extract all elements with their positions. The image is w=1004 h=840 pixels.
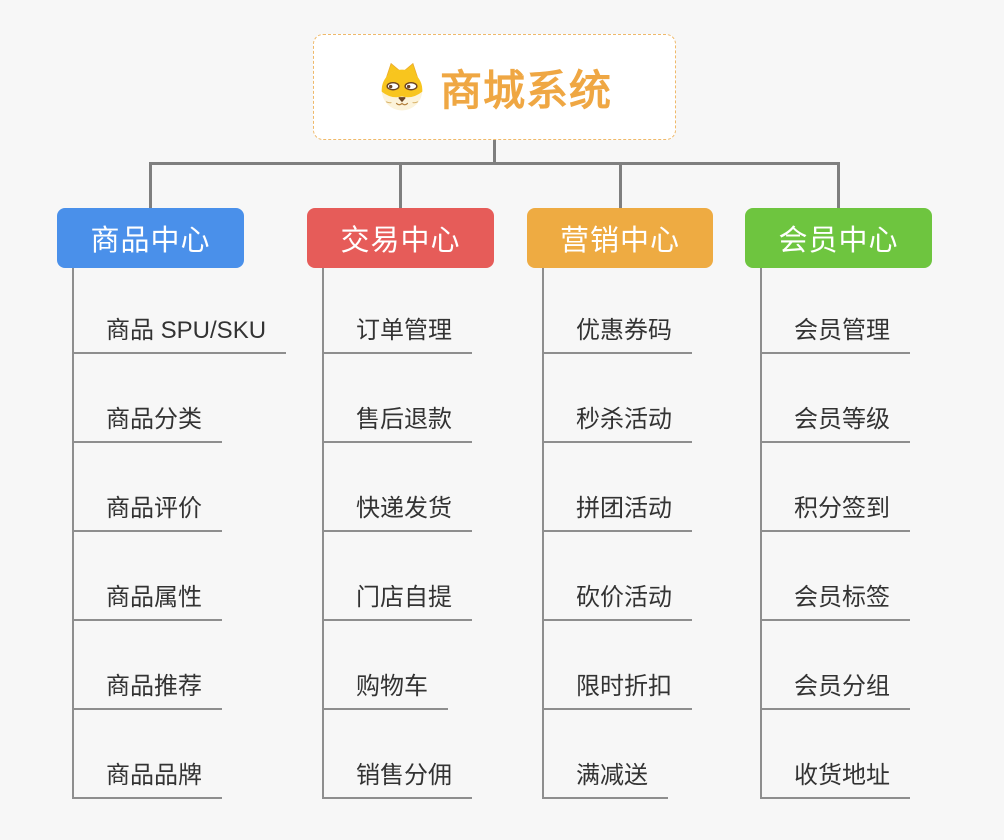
leaf-node[interactable]: 秒杀活动 <box>542 354 692 443</box>
leaf-node[interactable]: 商品分类 <box>72 354 222 443</box>
branch-children-trade: 订单管理 售后退款 快递发货 门店自提 购物车 销售分佣 <box>322 268 472 799</box>
connector-drop-member <box>837 162 840 208</box>
leaf-node[interactable]: 会员等级 <box>760 354 910 443</box>
leaf-node[interactable]: 销售分佣 <box>322 710 472 799</box>
root-node[interactable]: 商城系统 <box>313 34 676 140</box>
leaf-node[interactable]: 优惠券码 <box>542 268 692 354</box>
connector-horizontal <box>149 162 840 165</box>
leaf-node[interactable]: 拼团活动 <box>542 443 692 532</box>
leaf-node[interactable]: 商品属性 <box>72 532 222 621</box>
leaf-node[interactable]: 购物车 <box>322 621 448 710</box>
leaf-node[interactable]: 满减送 <box>542 710 668 799</box>
leaf-node[interactable]: 门店自提 <box>322 532 472 621</box>
branch-node-member[interactable]: 会员中心 <box>745 208 932 268</box>
branch-children-member: 会员管理 会员等级 积分签到 会员标签 会员分组 收货地址 <box>760 268 910 799</box>
connector-drop-trade <box>399 162 402 208</box>
leaf-node[interactable]: 快递发货 <box>322 443 472 532</box>
connector-drop-goods <box>149 162 152 208</box>
dog-face-icon <box>381 62 423 111</box>
leaf-node[interactable]: 商品评价 <box>72 443 222 532</box>
leaf-node[interactable]: 限时折扣 <box>542 621 692 710</box>
leaf-node[interactable]: 商品推荐 <box>72 621 222 710</box>
branch-children-goods: 商品 SPU/SKU 商品分类 商品评价 商品属性 商品推荐 商品品牌 <box>72 268 287 799</box>
leaf-node[interactable]: 会员分组 <box>760 621 910 710</box>
leaf-node[interactable]: 收货地址 <box>760 710 910 799</box>
leaf-node[interactable]: 会员管理 <box>760 268 910 354</box>
leaf-node[interactable]: 积分签到 <box>760 443 910 532</box>
root-title: 商城系统 <box>439 66 612 114</box>
connector-root-stub <box>493 140 496 164</box>
branch-node-trade[interactable]: 交易中心 <box>307 208 494 268</box>
leaf-node[interactable]: 订单管理 <box>322 268 472 354</box>
leaf-node[interactable]: 会员标签 <box>760 532 910 621</box>
leaf-node[interactable]: 砍价活动 <box>542 532 692 621</box>
leaf-node[interactable]: 商品品牌 <box>72 710 222 799</box>
branch-node-goods[interactable]: 商品中心 <box>57 208 244 268</box>
leaf-node[interactable]: 商品 SPU/SKU <box>72 268 287 354</box>
connector-drop-marketing <box>619 162 622 208</box>
branch-node-marketing[interactable]: 营销中心 <box>527 208 713 268</box>
branch-children-marketing: 优惠券码 秒杀活动 拼团活动 砍价活动 限时折扣 满减送 <box>542 268 692 799</box>
leaf-node[interactable]: 售后退款 <box>322 354 472 443</box>
